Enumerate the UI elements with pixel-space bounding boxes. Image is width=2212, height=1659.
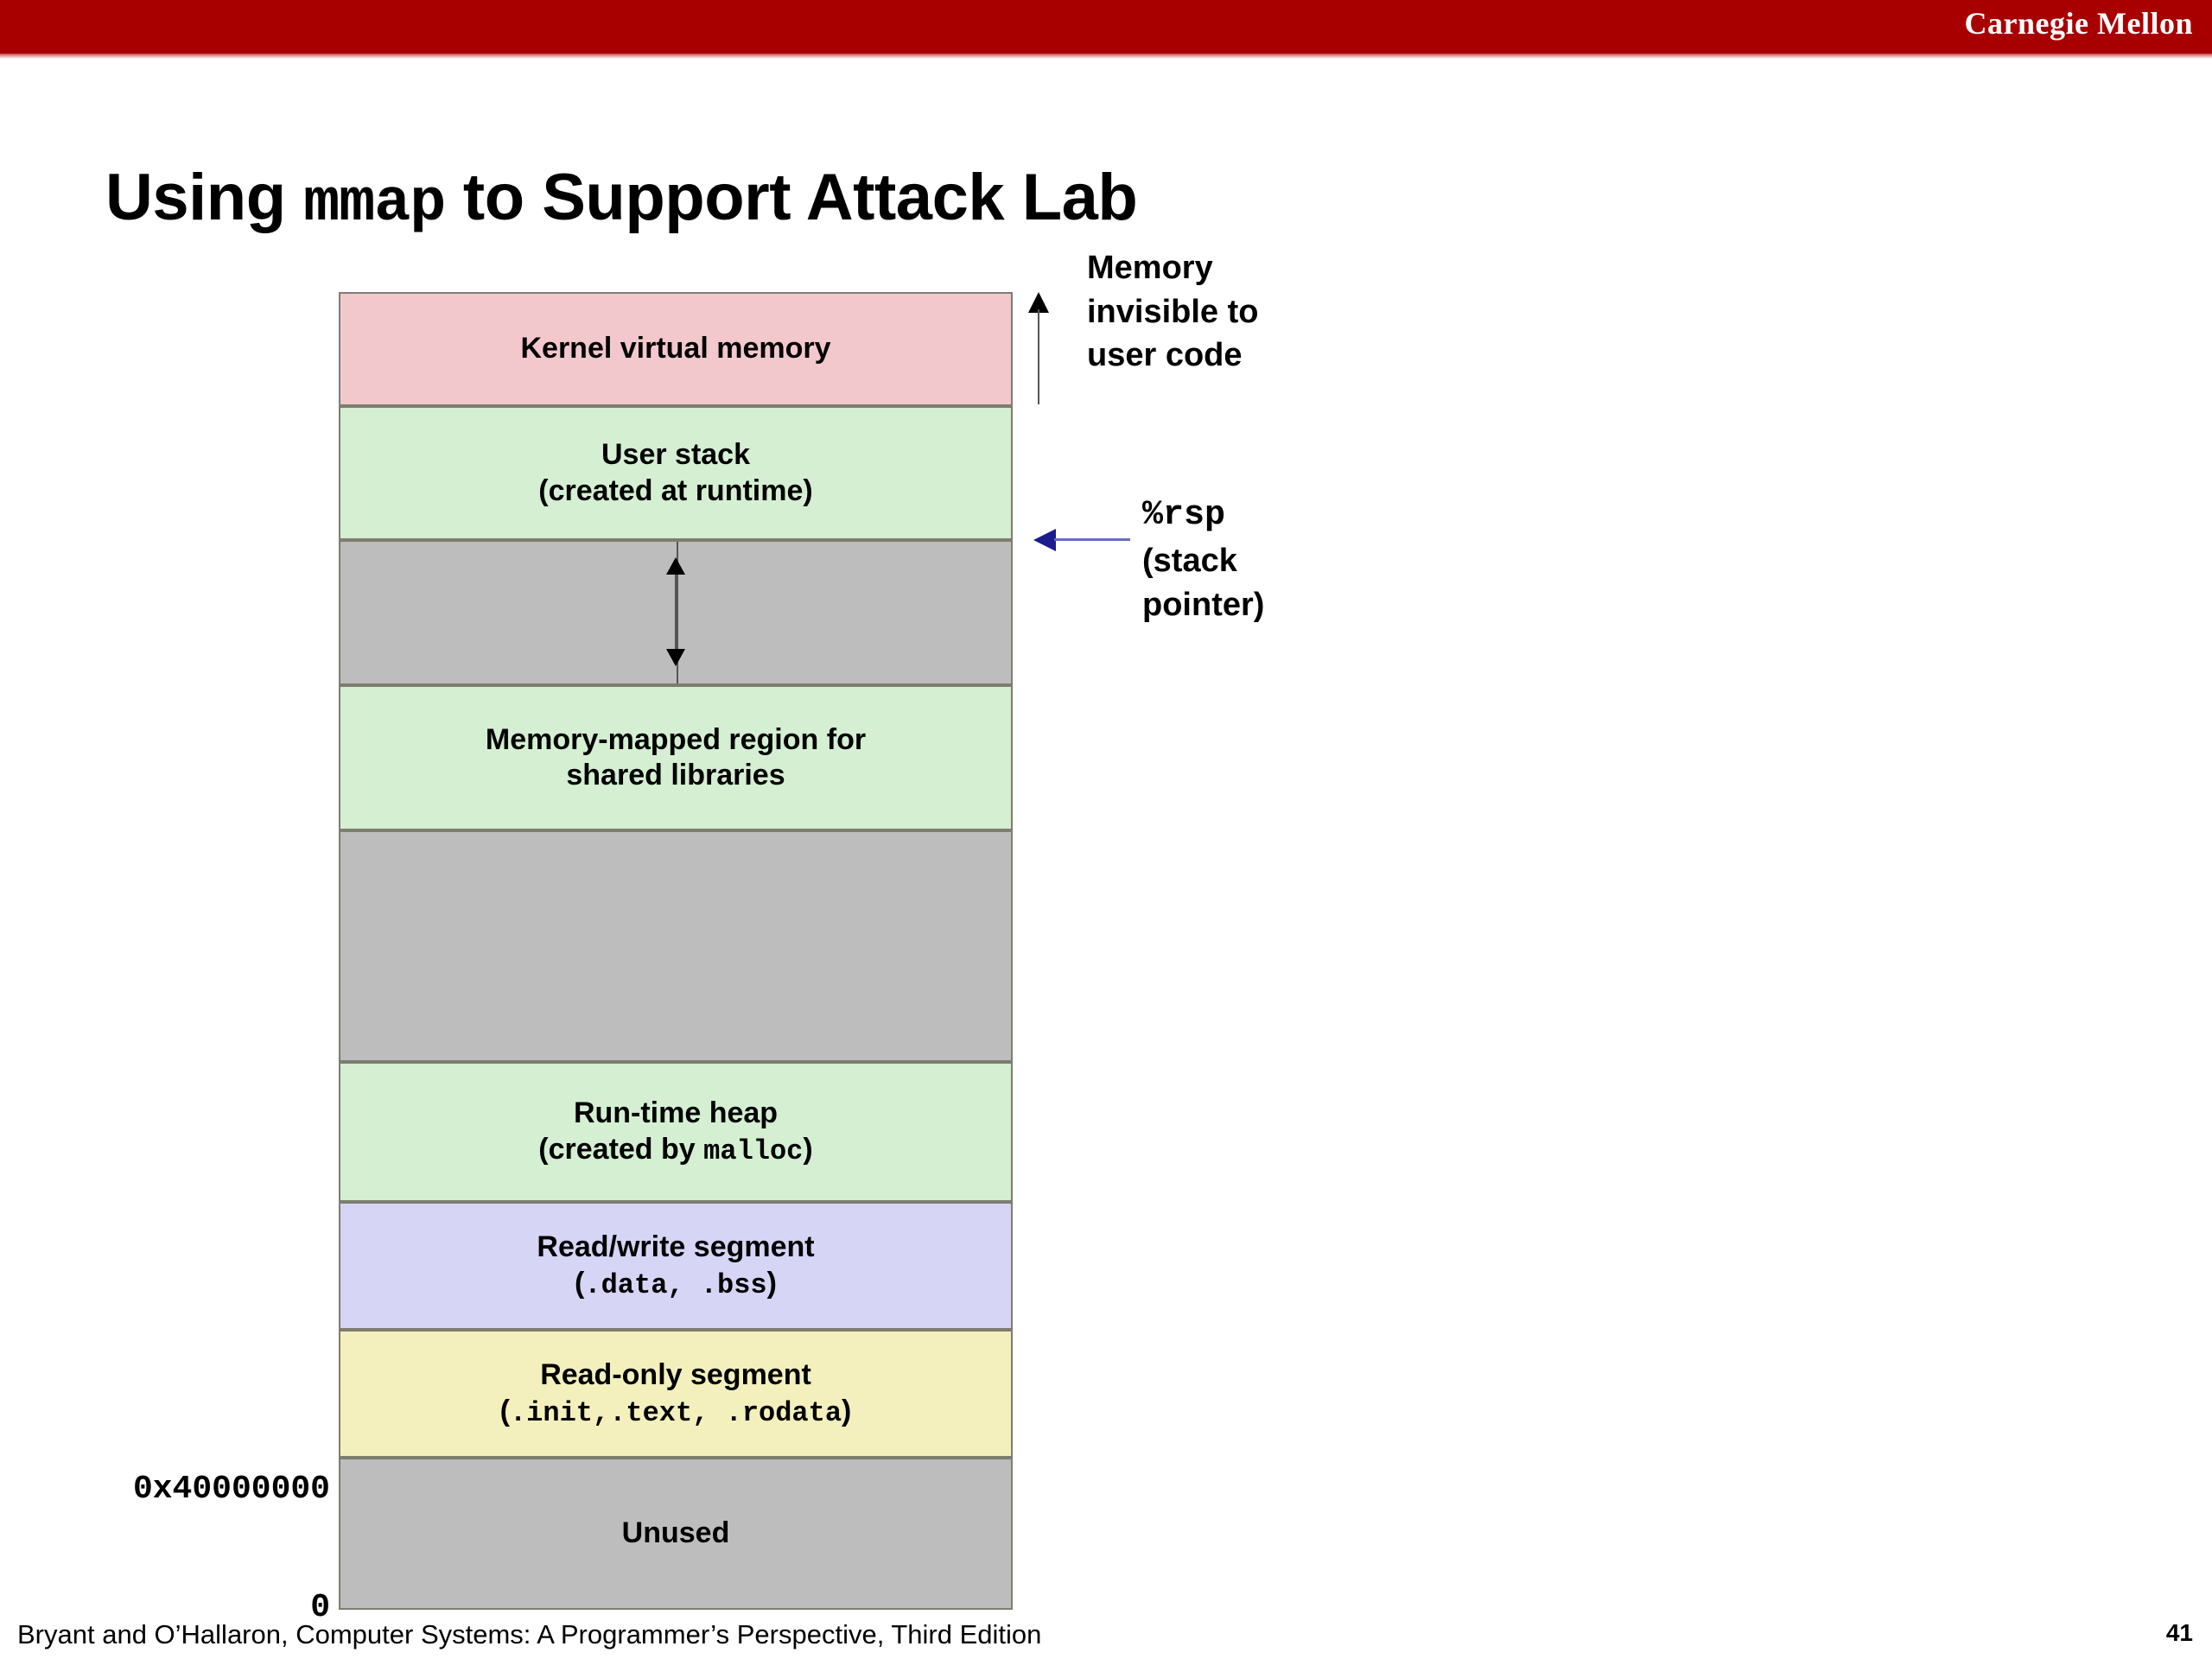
page-number: 41 [2165, 1619, 2193, 1646]
memory-block-read-write-segment: Read/write segment (.data, .bss) [339, 1202, 1013, 1330]
memory-block-label-line1: Read/write segment [537, 1230, 815, 1264]
page-title-mono-mmap: mmap [303, 169, 446, 238]
memory-block-label-line2: (.init,.text, .rodata) [500, 1394, 852, 1430]
memory-block-label-line2: shared libraries [566, 759, 785, 791]
heap-line2-mono-malloc: malloc [703, 1135, 804, 1167]
memory-block-label-line2: (.data, .bss) [575, 1266, 777, 1302]
memory-block-label-line1: User stack [601, 438, 750, 472]
ro-line2-post: ) [842, 1394, 852, 1427]
heap-line2-pre: (created by [538, 1132, 704, 1166]
memory-block-memory-mapped-region: Memory-mapped region for shared librarie… [339, 685, 1013, 830]
page-title: Using mmap to Support Attack Lab [105, 164, 1138, 238]
rw-line2-pre: ( [575, 1266, 585, 1300]
address-label-0x40000000: 0x40000000 [132, 1471, 330, 1508]
rw-line2-post: ) [766, 1266, 777, 1300]
header-banner [0, 0, 2212, 54]
page-title-part2: to Support Attack Lab [445, 160, 1138, 234]
memory-block-label-line2: (created by malloc) [538, 1132, 812, 1168]
kernel-region-up-arrow [1028, 292, 1049, 404]
footer-citation: Bryant and O’Hallaron, Computer Systems:… [17, 1619, 1042, 1649]
memory-block-stack-heap-gap [339, 540, 1013, 685]
header-banner-underline [0, 54, 2212, 59]
memory-block-label-line2: (created at runtime) [538, 474, 813, 507]
kernel-note-line3: user code [1087, 337, 1243, 374]
memory-block-label: Unused [621, 1516, 730, 1550]
page-title-part1: Using [105, 160, 304, 234]
memory-block-unmapped-gap [339, 830, 1013, 1062]
rw-line2-mono-sections: .data, .bss [584, 1268, 767, 1301]
ro-line2-pre: ( [499, 1394, 510, 1427]
brand-wordmark: Carnegie Mellon [1964, 6, 2193, 41]
rsp-stack-pointer-note: %rsp (stack pointer) [1142, 493, 1264, 626]
kernel-note-line2: invisible to [1087, 293, 1259, 330]
memory-block-user-stack: User stack (created at runtime) [339, 406, 1013, 540]
kernel-invisible-note: Memory invisible to user code [1087, 246, 1258, 378]
memory-block-run-time-heap: Run-time heap (created by malloc) [339, 1062, 1013, 1202]
heap-line2-post: ) [803, 1132, 813, 1166]
rsp-pointer-arrow [1033, 529, 1130, 551]
memory-block-label-line1: Memory-mapped region for [485, 722, 867, 756]
memory-block-unused: Unused [339, 1458, 1013, 1610]
memory-block-kernel-virtual-memory: Kernel virtual memory [339, 292, 1013, 406]
memory-block-label: Kernel virtual memory [520, 332, 831, 365]
memory-block-label-line1: Run-time heap [573, 1096, 779, 1130]
kernel-note-line1: Memory [1087, 250, 1213, 286]
gap-divider-line [677, 542, 678, 683]
memory-block-label-line1: Read-only segment [540, 1358, 811, 1392]
rsp-note-line3: pointer) [1142, 586, 1265, 623]
virtual-memory-layout-diagram: Kernel virtual memory User stack (create… [339, 292, 1013, 1610]
memory-block-read-only-segment: Read-only segment (.init,.text, .rodata) [339, 1330, 1013, 1458]
rsp-note-line2: (stack [1142, 542, 1237, 579]
rsp-register-label: %rsp [1142, 496, 1226, 535]
address-label-zero: 0 [310, 1589, 330, 1626]
ro-line2-mono-sections: .init,.text, .rodata [509, 1396, 842, 1429]
